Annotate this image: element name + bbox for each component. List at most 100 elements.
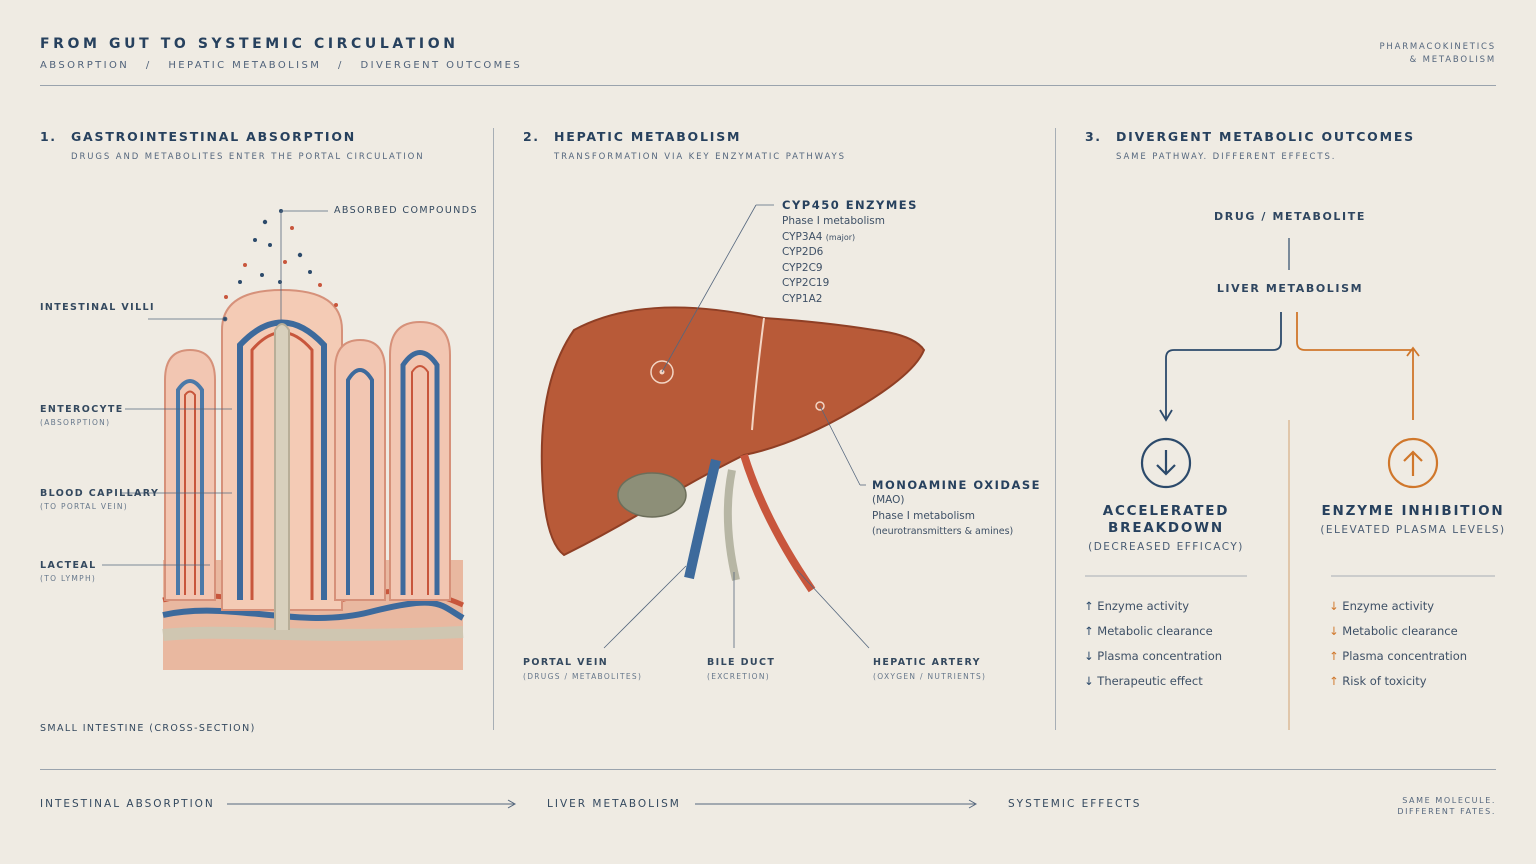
villus-1: [164, 348, 216, 601]
section2-title: HEPATIC METABOLISM: [554, 129, 742, 144]
footer-divider: [40, 769, 1496, 770]
effect-item: ↓ Metabolic clearance: [1329, 619, 1467, 644]
section3-number: 3.: [1085, 129, 1102, 144]
cyp450-phase: Phase I metabolism: [782, 215, 885, 227]
bile-duct-vessel: [723, 469, 740, 581]
intestine-caption: SMALL INTESTINE (CROSS-SECTION): [40, 723, 256, 734]
down-arrow-icon: ↓: [1329, 624, 1339, 638]
effect-text: Risk of toxicity: [1342, 674, 1427, 688]
section3-title: DIVERGENT METABOLIC OUTCOMES: [1116, 129, 1415, 144]
effect-text: Enzyme activity: [1097, 599, 1190, 613]
outcome-flow-diagram: [1085, 238, 1495, 730]
topic-tag-line2: & METABOLISM: [1409, 55, 1496, 65]
bile-duct-sublabel: (EXCRETION): [707, 672, 770, 681]
effect-text: Enzyme activity: [1342, 599, 1435, 613]
inhibition-subtitle: (ELEVATED PLASMA LEVELS): [1320, 524, 1506, 536]
mao-annotation: MONOAMINE OXIDASE (MAO) Phase I metaboli…: [872, 478, 1041, 540]
hepatic-artery-vessel: [740, 453, 816, 593]
accelerated-title-2: BREAKDOWN: [1108, 520, 1224, 536]
mao-phase: Phase I metabolism: [872, 509, 975, 522]
effect-text: Plasma concentration: [1342, 649, 1468, 663]
cyp2c19-line: CYP2C19: [782, 277, 830, 289]
effect-text: Metabolic clearance: [1097, 624, 1213, 638]
section1-number: 1.: [40, 129, 57, 144]
section1-title: GASTROINTESTINAL ABSORPTION: [71, 129, 357, 144]
portal-vein-vessel: [684, 458, 721, 580]
increase-icon: [1387, 437, 1439, 489]
header-divider: [40, 85, 1496, 86]
section1-leader-lines: [102, 210, 328, 566]
footer-step-liver: LIVER METABOLISM: [547, 798, 681, 810]
effect-item: ↓ Therapeutic effect: [1084, 669, 1222, 694]
page-subtitle: ABSORPTION / HEPATIC METABOLISM / DIVERG…: [40, 60, 523, 71]
hepatic-artery-sublabel: (OXYGEN / NUTRIENTS): [873, 672, 987, 681]
effect-text: Metabolic clearance: [1342, 624, 1458, 638]
vein-vessel: [162, 599, 465, 621]
absorbed-compounds-label: ABSORBED COMPOUNDS: [334, 205, 478, 216]
section3-subtitle: SAME PATHWAY. DIFFERENT EFFECTS.: [1116, 152, 1337, 162]
cyp-marker: [650, 360, 674, 384]
villus-2: [221, 288, 343, 630]
lacteal-label: LACTEAL: [40, 560, 97, 571]
lymph-vessel: [162, 626, 464, 641]
enzyme-inhibition-outcome: ENZYME INHIBITION (ELEVATED PLASMA LEVEL…: [1303, 503, 1523, 536]
cyp1a2-line: CYP1A2: [782, 292, 823, 305]
lacteal-sublabel: (TO LYMPH): [40, 574, 97, 583]
cyp450-annotation: CYP450 ENZYMES Phase I metabolism CYP3A4…: [782, 198, 918, 307]
up-arrow-icon: ↑: [1329, 674, 1339, 688]
effect-item: ↓ Plasma concentration: [1084, 644, 1222, 669]
cyp2c9-line: CYP2C9: [782, 261, 823, 274]
effect-item: ↓ Enzyme activity: [1329, 594, 1467, 619]
down-arrow-icon: ↓: [1084, 674, 1094, 688]
mao-marker: [815, 401, 825, 411]
intestine-illustration: [102, 209, 465, 670]
footer-note: SAME MOLECULE. DIFFERENT FATES.: [1397, 795, 1496, 817]
cyp2d6-line: CYP2D6: [782, 246, 824, 258]
hepatic-artery-label: HEPATIC ARTERY: [873, 657, 981, 668]
absorbed-compound-dots: [224, 209, 338, 307]
effect-item: ↑ Metabolic clearance: [1084, 619, 1222, 644]
section-divider-2: [1055, 128, 1056, 730]
intestinal-villi-label: INTESTINAL VILLI: [40, 302, 155, 313]
blood-capillary-label: BLOOD CAPILLARY: [40, 488, 160, 499]
cyp3a4-note: (major): [825, 232, 856, 242]
effect-item: ↑ Enzyme activity: [1084, 594, 1222, 619]
footer-step-absorption: INTESTINAL ABSORPTION: [40, 798, 215, 810]
footer-step-systemic: SYSTEMIC EFFECTS: [1008, 798, 1142, 810]
gallbladder: [617, 472, 687, 518]
down-arrow-icon: ↓: [1084, 649, 1094, 663]
up-arrow-icon: ↑: [1329, 649, 1339, 663]
blue-branch-arrowhead: [1159, 409, 1173, 422]
mao-substrates: (neurotransmitters & amines): [872, 526, 1014, 537]
accelerated-subtitle: (DECREASED EFFICACY): [1088, 541, 1244, 553]
section1-subtitle: DRUGS AND METABOLITES ENTER THE PORTAL C…: [71, 152, 425, 162]
drug-metabolite-node: DRUG / METABOLITE: [1214, 210, 1366, 223]
liver-illustration: [540, 204, 926, 649]
effect-text: Therapeutic effect: [1097, 674, 1203, 688]
orange-branch-arrowhead: [1406, 346, 1420, 357]
accelerated-title-1: ACCELERATED: [1102, 503, 1230, 519]
section2-subtitle: TRANSFORMATION VIA KEY ENZYMATIC PATHWAY…: [554, 152, 846, 162]
section2-number: 2.: [523, 129, 540, 144]
blood-capillary-sublabel: (TO PORTAL VEIN): [40, 502, 128, 511]
topic-tag-line1: PHARMACOKINETICS: [1379, 42, 1496, 52]
decrease-icon: [1140, 437, 1192, 489]
up-arrow-icon: ↑: [1084, 624, 1094, 638]
bile-duct-label: BILE DUCT: [707, 657, 776, 668]
liver-ligament: [751, 317, 765, 431]
portal-vein-label: PORTAL VEIN: [523, 657, 609, 668]
enterocyte-sublabel: (ABSORPTION): [40, 418, 111, 427]
enterocyte-label: ENTEROCYTE: [40, 404, 124, 415]
effect-item: ↑ Risk of toxicity: [1329, 669, 1467, 694]
section-divider-1: [493, 128, 494, 730]
cyp3a4-name: CYP3A4: [782, 230, 823, 243]
page-title: FROM GUT TO SYSTEMIC CIRCULATION: [40, 36, 459, 52]
accelerated-effects-list: ↑ Enzyme activity ↑ Metabolic clearance …: [1084, 594, 1222, 694]
effect-item: ↑ Plasma concentration: [1329, 644, 1467, 669]
inhibition-effects-list: ↓ Enzyme activity ↓ Metabolic clearance …: [1329, 594, 1467, 694]
inhibition-title: ENZYME INHIBITION: [1321, 503, 1505, 519]
footer-note-line2: DIFFERENT FATES.: [1397, 807, 1496, 816]
mao-title: MONOAMINE OXIDASE: [872, 478, 1042, 492]
down-arrow-icon: ↓: [1329, 599, 1339, 613]
effect-text: Plasma concentration: [1097, 649, 1223, 663]
